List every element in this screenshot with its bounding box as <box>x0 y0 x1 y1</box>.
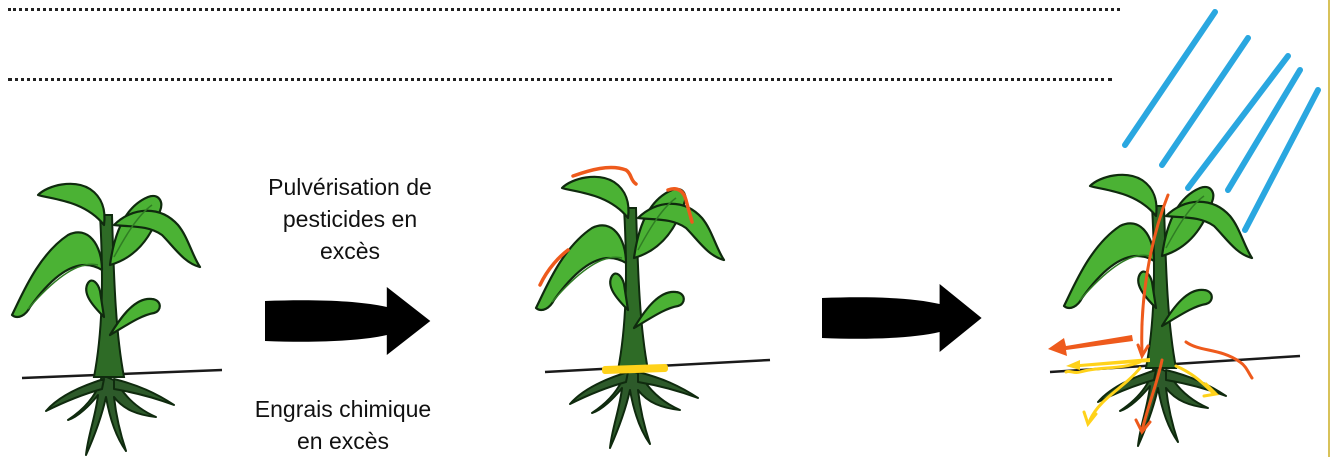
plant-healthy <box>10 182 223 457</box>
plant-runoff <box>1048 9 1321 448</box>
plant-icon <box>534 175 726 450</box>
plant-treated <box>534 165 771 450</box>
pesticide-runoff <box>1134 193 1254 435</box>
fertilizer-arrow-left <box>1066 358 1150 370</box>
arrow-right-icon <box>265 287 431 355</box>
fertilizer-leaching <box>1064 360 1220 428</box>
answer-line-2 <box>8 78 1112 81</box>
process-label-bottom: Engrais chimique en excès <box>254 396 432 454</box>
rain-icon <box>1122 9 1321 233</box>
arrow-right-icon <box>822 284 982 352</box>
process-label-top: Pulvérisation de pesticides en excès <box>268 174 432 264</box>
fertilizer-band <box>601 363 669 375</box>
answer-line-1 <box>8 8 1120 11</box>
plant-icon <box>1062 173 1254 448</box>
plant-icon <box>10 182 202 457</box>
page-edge-border <box>1328 0 1330 457</box>
runoff-arrow-left <box>1048 335 1133 356</box>
pesticide-marks <box>538 165 694 287</box>
